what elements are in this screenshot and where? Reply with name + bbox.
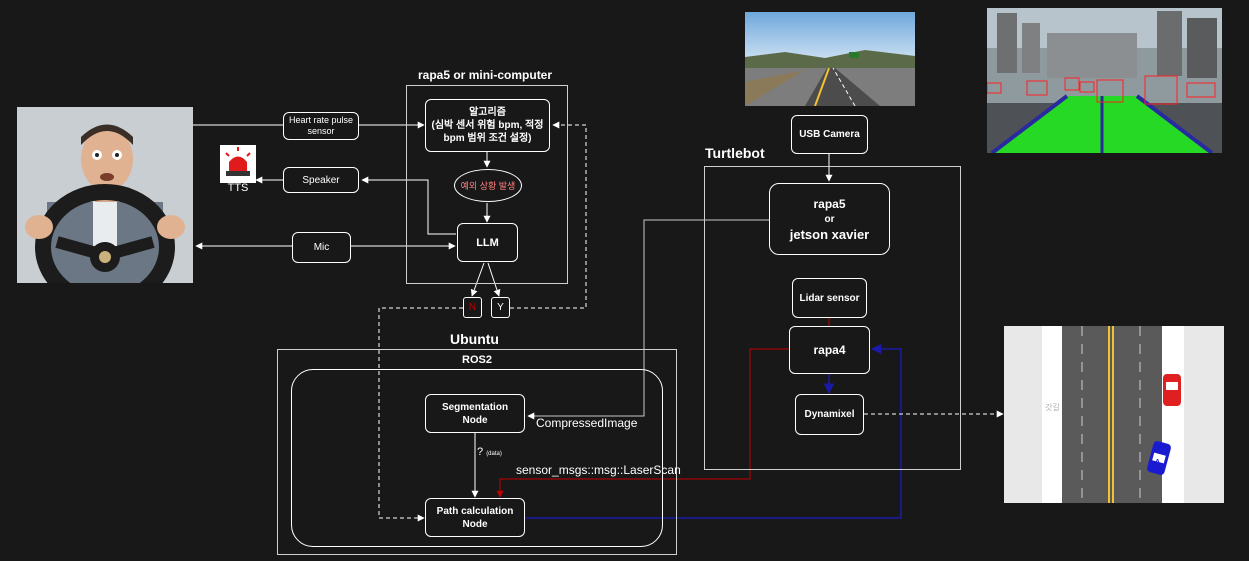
road-camera-photo xyxy=(745,12,915,106)
emergency-ellipse: 예외 상황 발생 xyxy=(454,169,522,202)
ros2-container xyxy=(291,369,663,547)
algorithm-desc: (심박 센서 위험 bpm, 적정 bpm 범위 조건 설정) xyxy=(431,120,544,144)
rapa5-line3: jetson xavier xyxy=(789,226,870,242)
driver-photo xyxy=(17,107,193,283)
data-question-mark: ? xyxy=(477,446,484,458)
rapa5-line1: rapa5 xyxy=(813,196,846,211)
rapa5-container-title: rapa5 or mini-computer xyxy=(418,68,553,82)
car-a-label: A xyxy=(1155,459,1161,466)
rapa5-line2: or xyxy=(824,213,835,225)
rapa5-box: rapa5 or jetson xavier xyxy=(769,183,890,255)
rapa5-container xyxy=(406,85,568,284)
segmentation-photo xyxy=(987,8,1222,153)
no-box: N xyxy=(463,297,482,318)
yes-box: Y xyxy=(491,297,510,318)
rapa4-box: rapa4 xyxy=(789,326,870,374)
algorithm-title: 알고리즘 xyxy=(469,107,506,118)
tts-label: TTS xyxy=(227,182,249,194)
heart-rate-sensor-box: Heart rate pulse sensor xyxy=(283,112,359,140)
turtlebot-title: Turtlebot xyxy=(705,145,765,161)
road-left-label: 갓길 xyxy=(1045,403,1060,412)
segmentation-node: Segmentation Node xyxy=(425,394,525,433)
compressed-image-label: CompressedImage xyxy=(536,416,638,430)
algorithm-box: 알고리즘 (심박 센서 위험 bpm, 적정 bpm 범위 조건 설정) xyxy=(425,99,550,152)
ros2-title: ROS2 xyxy=(462,354,492,366)
dynamixel-box: Dynamixel xyxy=(795,394,864,435)
ubuntu-title: Ubuntu xyxy=(450,331,499,347)
mic-box: Mic xyxy=(292,232,351,263)
car-b-label: B xyxy=(1168,391,1174,398)
ubuntu-container xyxy=(277,349,677,555)
usb-camera-box: USB Camera xyxy=(791,115,868,154)
speaker-box: Speaker xyxy=(283,167,359,193)
turtlebot-container xyxy=(704,166,961,470)
laserscan-label: sensor_msgs::msg::LaserScan xyxy=(516,463,681,477)
road-map-image: 갓길 B A xyxy=(1004,326,1224,503)
data-small-label: (data) xyxy=(486,451,502,457)
siren-icon xyxy=(220,145,256,183)
path-calculation-node: Path calculation Node xyxy=(425,498,525,537)
llm-box: LLM xyxy=(457,223,518,262)
lidar-sensor-box: Lidar sensor xyxy=(792,278,867,318)
data-question-label: ? (data) xyxy=(477,446,502,458)
